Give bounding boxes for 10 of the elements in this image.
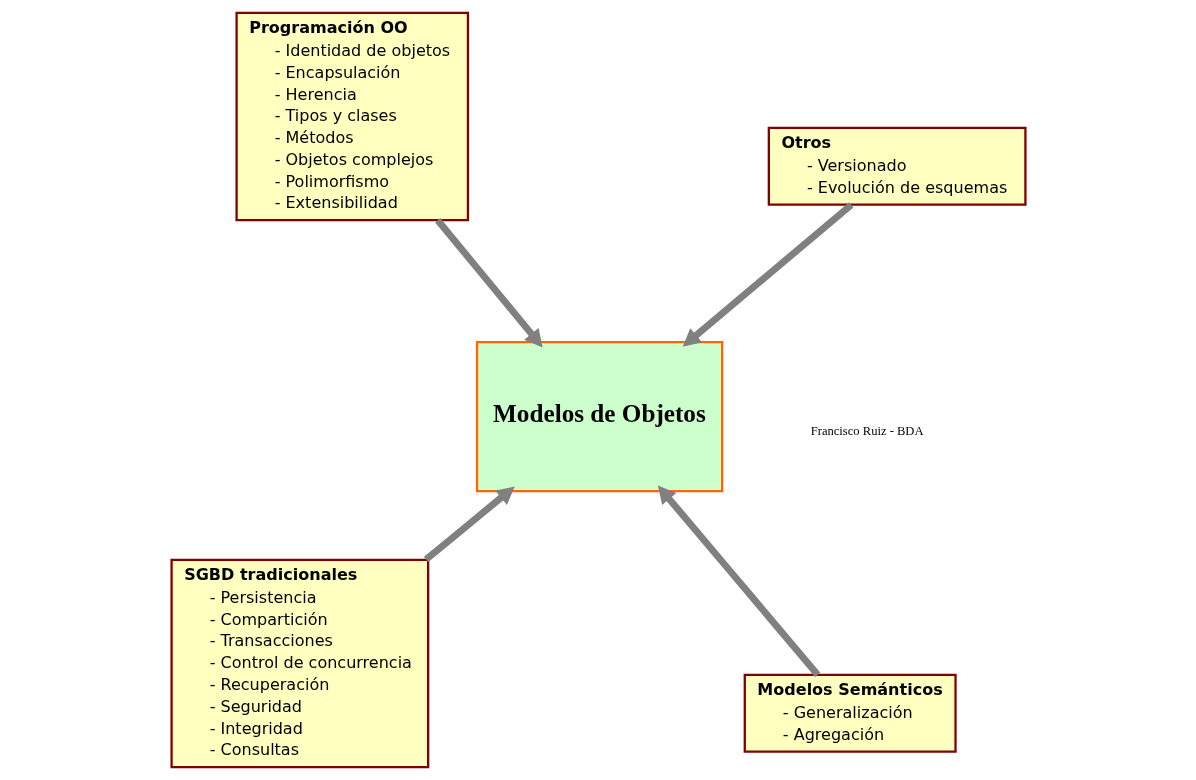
node-box: SGBD tradicionales - Persistencia - Compartición - Transacciones - Control de concurrencia - Recuperación - Seguridad - Integridad - Consultas	[169, 558, 429, 769]
arrow	[434, 218, 543, 348]
arrow	[423, 486, 515, 563]
node-box: Programación OO - Identidad de objetos - Encapsulación - Herencia - Tipos y clases - Métodos - Objetos complejos - Polimorfismo - Extensibilidad	[234, 11, 469, 222]
node-box: Otros - Versionado - Evolución de esquemas	[767, 126, 1027, 206]
arrow	[682, 202, 853, 347]
node-box: Modelos Semánticos - Generalización - Agregación	[743, 673, 957, 753]
node-box: Modelos de Objetos	[475, 341, 723, 493]
label: Francisco Ruiz - BDA	[810, 423, 924, 438]
arrow	[657, 485, 820, 677]
